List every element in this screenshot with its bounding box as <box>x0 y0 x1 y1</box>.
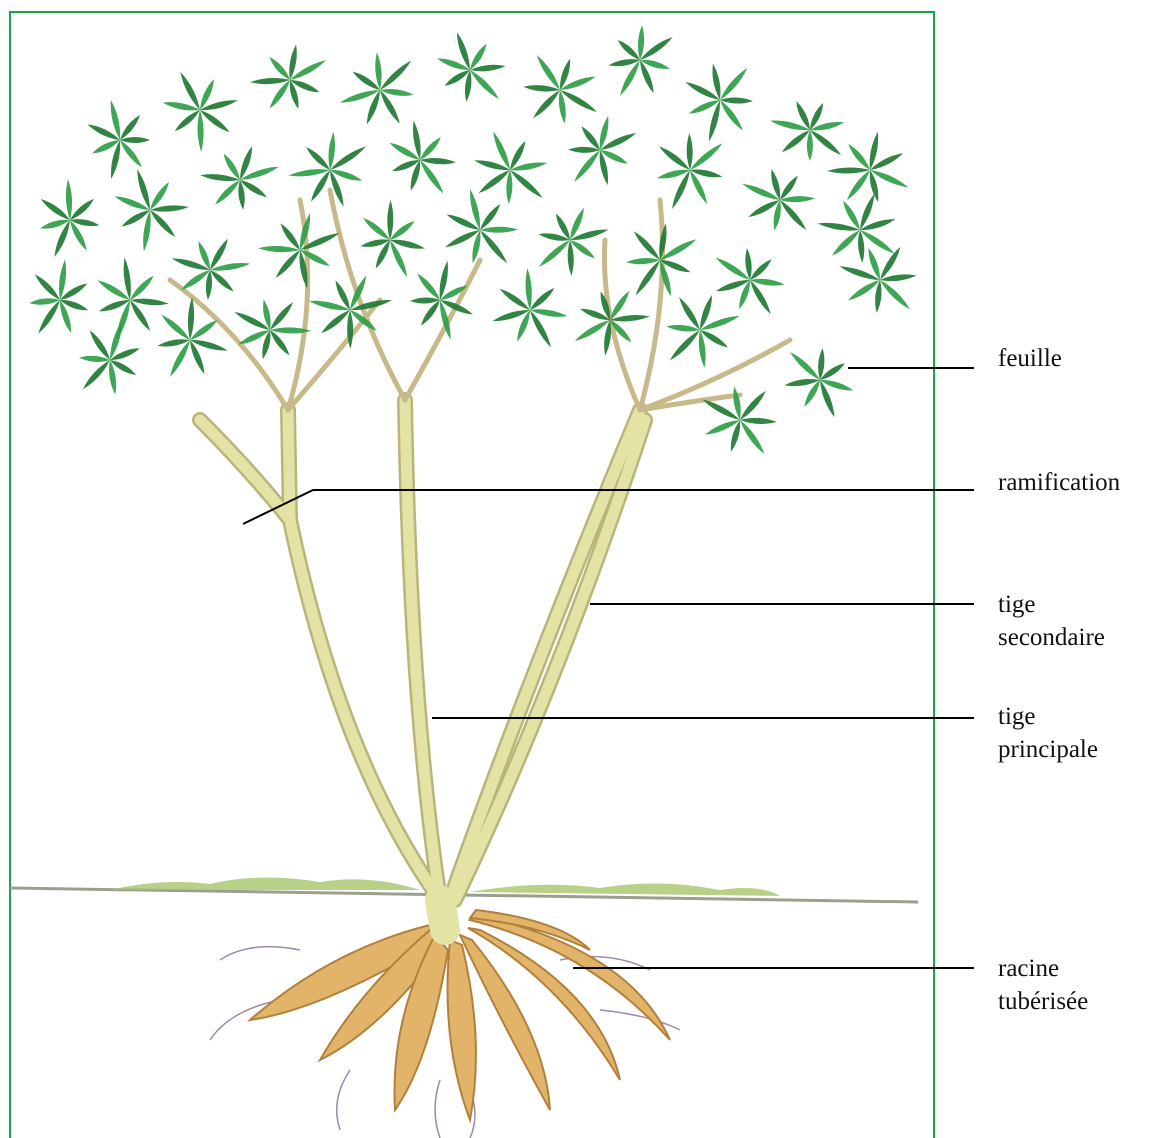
leaf <box>340 52 414 124</box>
leaf <box>474 132 547 204</box>
label-ramification-line: ramification <box>998 466 1120 499</box>
leaf <box>523 55 597 124</box>
label-tige-principale-line1: tige <box>998 700 1098 733</box>
leaf <box>575 291 650 356</box>
label-feuille: feuille <box>998 342 1062 375</box>
label-racine-line1: racine <box>998 952 1088 985</box>
label-tige-secondaire-line2: secondaire <box>998 621 1105 654</box>
leaf-canopy <box>29 25 917 454</box>
leaf <box>29 259 88 333</box>
leaf <box>163 72 238 152</box>
leaf <box>88 100 150 179</box>
leaf <box>827 132 908 202</box>
leaf <box>79 321 140 395</box>
leaf <box>770 101 844 161</box>
leaf <box>817 194 895 263</box>
leader-lines <box>243 368 974 968</box>
label-feuille-line: feuille <box>998 342 1062 375</box>
leaf <box>40 179 99 257</box>
label-tige-principale-line2: principale <box>998 733 1098 766</box>
leaf <box>568 116 636 185</box>
leaf <box>288 132 366 206</box>
stems <box>170 190 790 930</box>
leaf <box>390 121 456 194</box>
leaf <box>115 169 189 252</box>
leaf <box>839 247 916 313</box>
leaf <box>250 45 326 109</box>
leaf <box>258 213 339 288</box>
leaf <box>493 268 568 347</box>
leaf <box>361 200 425 277</box>
leaf <box>784 348 853 417</box>
label-tige-secondaire-line1: tige <box>998 588 1105 621</box>
leaf <box>98 257 169 339</box>
leaf <box>742 169 815 230</box>
label-tige-principale: tige principale <box>998 700 1098 766</box>
label-ramification: ramification <box>998 466 1120 499</box>
label-racine-tuberisee: racine tubérisée <box>998 952 1088 1018</box>
leaf <box>410 261 473 340</box>
leaf <box>666 295 739 368</box>
label-racine-line2: tubérisée <box>998 985 1088 1018</box>
leaf <box>685 64 753 142</box>
leaf <box>309 276 392 349</box>
leaf <box>608 25 672 96</box>
tuberous-roots <box>250 910 670 1120</box>
leaf <box>716 248 785 314</box>
leaf <box>657 133 722 209</box>
leaf <box>437 32 506 102</box>
leaf <box>158 297 228 377</box>
leaf <box>445 189 518 263</box>
label-tige-secondaire: tige secondaire <box>998 588 1105 654</box>
leaf <box>200 146 279 210</box>
leaf <box>539 208 609 276</box>
